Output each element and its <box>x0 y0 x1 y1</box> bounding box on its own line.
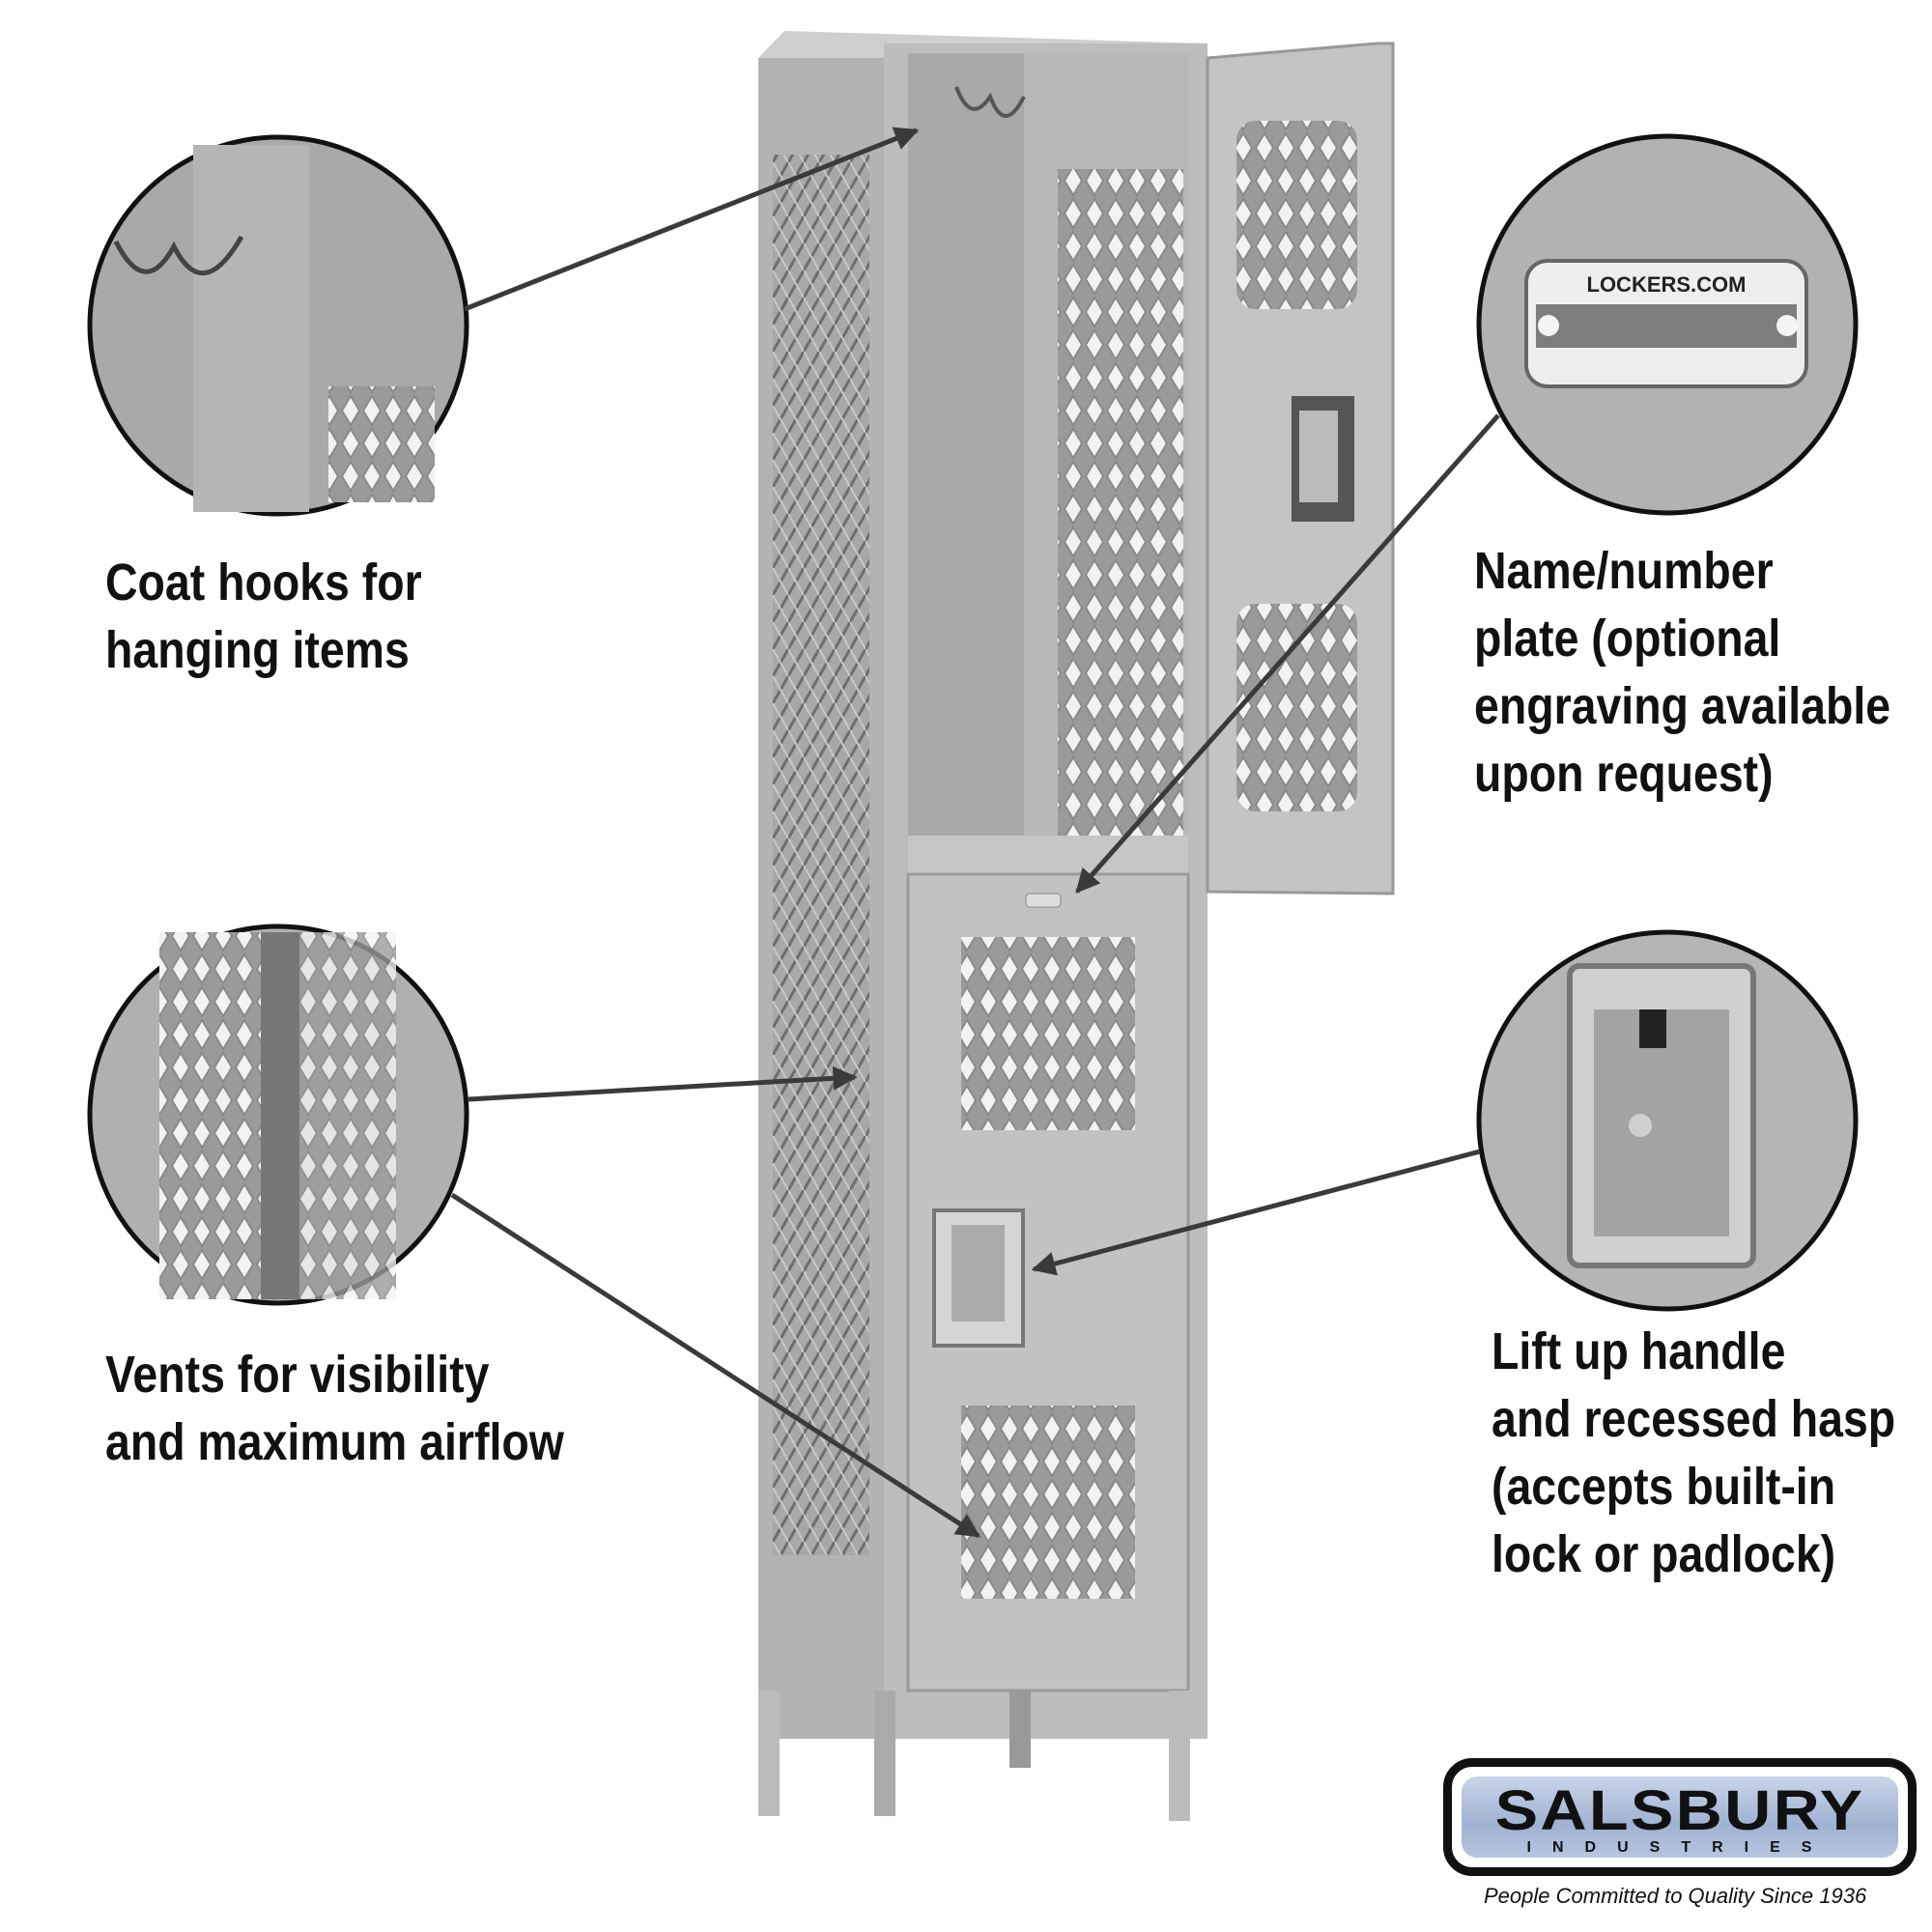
detail-handle <box>1476 929 1859 1312</box>
arrow-name-plate <box>1075 413 1500 894</box>
arrow-handle <box>1031 1149 1481 1276</box>
lower-door-vent-top <box>961 937 1135 1130</box>
callout-name-plate: Name/number plate (optional engraving av… <box>1474 537 1890 808</box>
detail-vents <box>87 923 469 1306</box>
callout-vents: Vents for visibility and maximum airflow <box>105 1341 564 1476</box>
callout-line: Name/number <box>1474 542 1774 600</box>
name-plate-text: LOCKERS.COM <box>1587 272 1747 297</box>
locker <box>758 31 1395 1821</box>
side-vents <box>773 155 869 1555</box>
back-vents <box>1058 169 1183 836</box>
arrow-coat-hooks <box>464 127 920 312</box>
detail-coat-hooks <box>87 134 469 517</box>
callout-coat-hooks: Coat hooks for hanging items <box>105 549 422 684</box>
salsbury-logo: SALSBURY INDUSTRIES <box>1443 1758 1917 1876</box>
callout-arrows <box>450 127 1500 1539</box>
callout-handle: Lift up handle and recessed hasp (accept… <box>1492 1318 1895 1588</box>
callout-line: Vents for visibility <box>105 1346 490 1404</box>
detail-name-plate: LOCKERS.COM <box>1476 133 1859 516</box>
callout-line: hanging items <box>105 621 410 679</box>
callout-line: and maximum airflow <box>105 1413 564 1471</box>
logo-tagline: People Committed to Quality Since 1936 <box>1484 1884 1867 1908</box>
callout-line: plate (optional <box>1474 610 1781 668</box>
number-plate <box>1025 893 1062 908</box>
logo-subtitle: INDUSTRIES <box>1526 1839 1833 1856</box>
lower-door-vent-bottom <box>961 1406 1135 1599</box>
callout-line: engraving available <box>1474 677 1891 735</box>
arrow-door-vents <box>450 1192 981 1539</box>
arrow-side-vents <box>468 1065 858 1102</box>
callout-line: Lift up handle <box>1492 1322 1786 1380</box>
callout-line: upon request) <box>1474 745 1774 803</box>
callout-line: lock or padlock) <box>1492 1525 1836 1583</box>
callout-line: Coat hooks for <box>105 554 422 611</box>
coat-hooks <box>954 86 1026 118</box>
callout-line: (accepts built-in <box>1492 1458 1836 1516</box>
callout-line: and recessed hasp <box>1492 1390 1896 1448</box>
logo-name: SALSBURY <box>1494 1779 1865 1842</box>
